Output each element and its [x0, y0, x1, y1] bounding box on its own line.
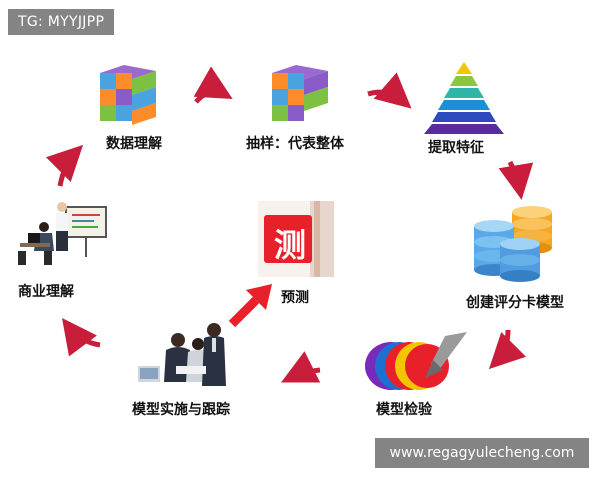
business-team-icon — [138, 320, 238, 398]
step-feature-extraction: 提取特征 — [428, 140, 484, 156]
step-business-understanding: 商业理解 — [18, 284, 74, 300]
arrow-sampling-to-feature — [367, 72, 412, 109]
database-cylinders-icon — [470, 204, 560, 288]
arrow-data-to-sampling — [193, 66, 233, 104]
arrow-model-to-validation — [488, 329, 527, 370]
pyramid-icon — [418, 60, 510, 140]
step-prediction: 预测 — [281, 290, 309, 306]
step-data-understanding: 数据理解 — [106, 136, 162, 152]
validation-discs-icon — [355, 330, 470, 400]
step-implementation-tracking: 模型实施与跟踪 — [132, 402, 230, 418]
arrow-validation-to-implementation — [281, 351, 321, 383]
arrow-implementation-to-prediction — [228, 296, 260, 328]
step-sampling: 抽样：代表整体 — [246, 136, 344, 152]
watermark-bottom: www.regagyulecheng.com — [375, 438, 589, 468]
prediction-icon — [258, 201, 334, 281]
arrow-business-to-data — [45, 144, 84, 187]
presentation-scene-icon — [14, 197, 110, 273]
sampling-cube-icon — [268, 63, 334, 131]
arrow-implementation-to-business — [61, 318, 101, 357]
data-cube-icon — [94, 63, 162, 131]
step-scorecard-model: 创建评分卡模型 — [466, 295, 564, 311]
arrow-feature-to-model — [498, 160, 534, 200]
prediction-icon-char: 测 — [273, 226, 306, 264]
step-model-validation: 模型检验 — [376, 402, 432, 418]
watermark-top: TG: MYYJJPP — [8, 9, 115, 35]
